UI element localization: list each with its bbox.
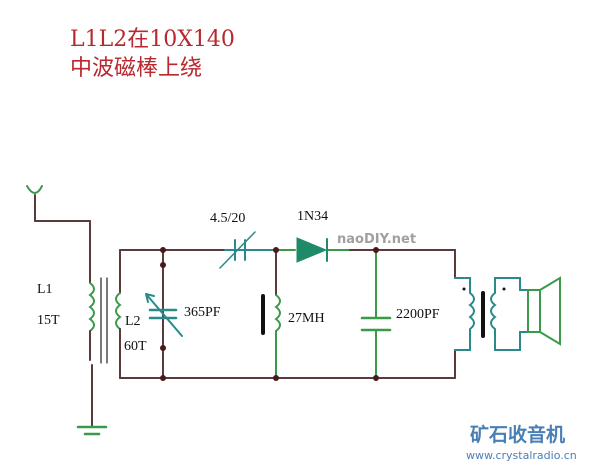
l1-turns-label: 15T xyxy=(37,313,60,328)
speaker-icon xyxy=(527,276,561,346)
filter-capacitor-icon xyxy=(360,316,392,332)
l2-coil-icon xyxy=(115,292,122,330)
trimmer-capacitor-icon xyxy=(219,231,256,269)
watermark-suffix: .net xyxy=(386,232,417,247)
watermark-naodiy: naoDIY.net xyxy=(337,232,416,247)
trimmer-cap-label: 4.5/20 xyxy=(210,211,246,226)
l1-coil-icon xyxy=(88,282,95,332)
tuning-cap-label: 365PF xyxy=(184,305,221,320)
choke-label: 27MH xyxy=(288,311,325,326)
ground-icon xyxy=(76,425,108,436)
tuning-capacitor-icon xyxy=(145,293,183,337)
logo-url: www.crystalradio.cn xyxy=(466,449,577,462)
title-line-2: 中波磁棒上绕 xyxy=(70,56,203,81)
watermark-text: naoDIY xyxy=(337,232,387,247)
l2-label: L2 xyxy=(125,314,141,329)
output-transformer-icon xyxy=(454,277,529,351)
l2-turns-label: 60T xyxy=(124,339,147,354)
l1-label: L1 xyxy=(37,282,53,297)
antenna-icon xyxy=(26,185,43,194)
title-line-1: L1L2在10X140 xyxy=(70,27,235,52)
logo-cn: 矿石收音机 xyxy=(470,424,566,446)
diode-label: 1N34 xyxy=(297,209,329,224)
filter-cap-label: 2200PF xyxy=(396,307,440,322)
choke-coil-icon xyxy=(274,294,281,332)
diode-icon xyxy=(296,237,328,263)
